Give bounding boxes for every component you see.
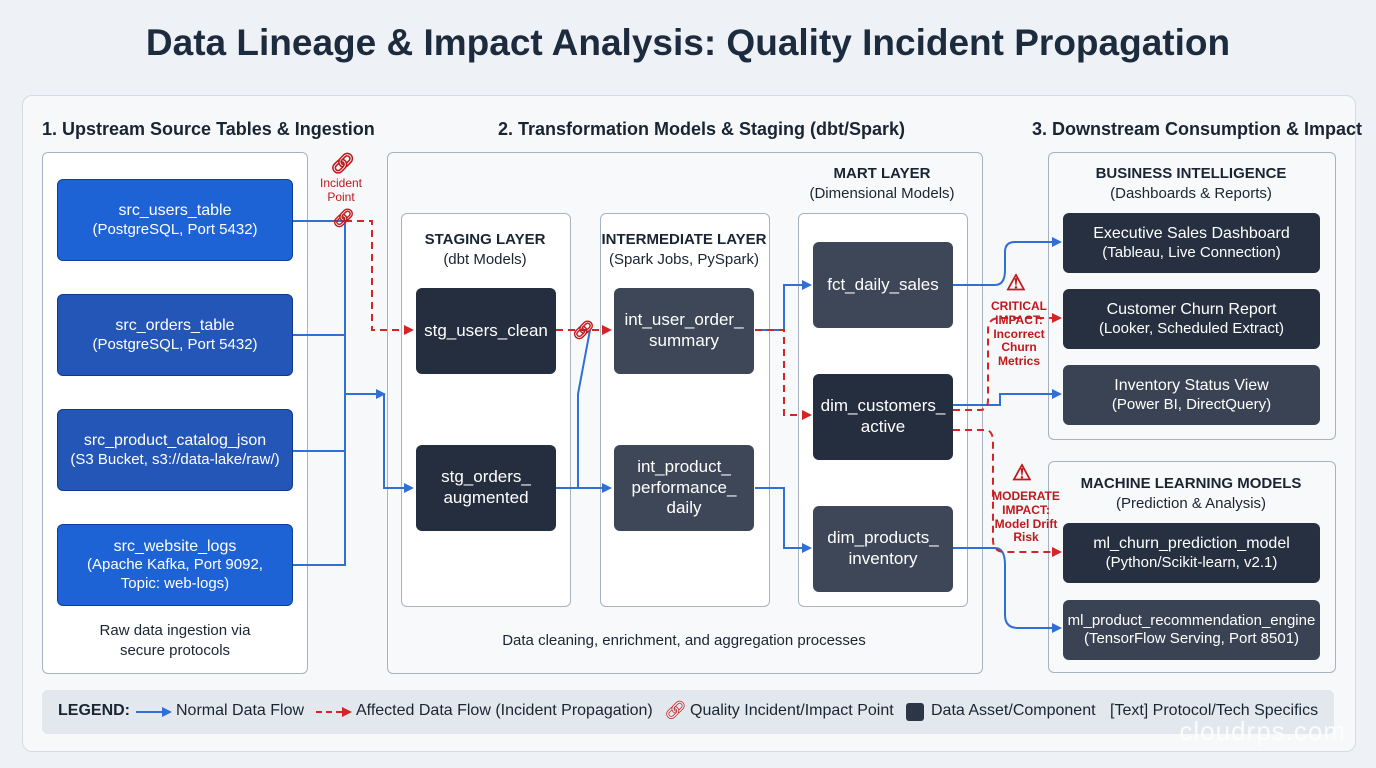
bi-item-detail: (Power BI, DirectQuery) <box>1111 395 1272 413</box>
source-detail: (Apache Kafka, Port 9092, Topic: web-log… <box>87 556 263 592</box>
legend-incident-icon: 🔗︎ <box>664 700 687 720</box>
flow-src-logs <box>293 394 346 566</box>
ml-item[interactable]: ml_product_recommendation_engine (Tensor… <box>1063 600 1320 660</box>
bi-item-name: Executive Sales Dashboard <box>1093 225 1290 243</box>
source-name: src_orders_table <box>115 317 235 335</box>
intermediate-layer-title: INTERMEDIATE LAYER (Spark Jobs, PySpark) <box>595 230 773 269</box>
ml-item[interactable]: ml_churn_prediction_model (Python/Scikit… <box>1063 523 1320 583</box>
bi-item-name: Customer Churn Report <box>1106 301 1277 319</box>
section-transform-heading: 2. Transformation Models & Staging (dbt/… <box>498 119 906 139</box>
moderate-impact-label: MODERATE IMPACT: Model Drift Risk <box>992 489 1060 545</box>
ml-subtitle: (Prediction & Analysis) <box>1115 494 1267 512</box>
legend-title: LEGEND: <box>58 702 130 719</box>
affected-src-users-to-stg <box>345 220 414 335</box>
flow-dim-products-to-recommendation <box>953 547 1062 633</box>
flow-src-orders <box>293 334 346 394</box>
stg-orders-augmented-node[interactable]: stg_orders_ augmented <box>416 445 556 531</box>
ml-item-detail: (TensorFlow Serving, Port 8501) <box>1083 630 1300 647</box>
flow-src-product <box>293 394 346 452</box>
flow-stg-orders-to-int-user <box>556 329 591 489</box>
mart-layer-title: MART LAYER (Dimensional Models) <box>798 164 966 203</box>
staging-layer-box <box>401 213 571 607</box>
flow-int-user-to-fct <box>755 280 812 331</box>
flow-src-users <box>293 220 346 394</box>
watermark: cloudrps.com <box>1179 716 1346 746</box>
bi-item[interactable]: Customer Churn Report (Looker, Scheduled… <box>1063 289 1320 349</box>
legend <box>42 690 1334 734</box>
affected-dim-customers-to-churn-report <box>953 313 1062 411</box>
source-node[interactable]: src_product_catalog_json (S3 Bucket, s3:… <box>57 409 293 491</box>
source-node[interactable]: src_users_table (PostgreSQL, Port 5432) <box>57 179 293 261</box>
staging-title: STAGING LAYER <box>424 231 546 248</box>
bi-item[interactable]: Executive Sales Dashboard (Tableau, Live… <box>1063 213 1320 273</box>
critical-impact-label: CRITICAL IMPACT: Incorrect Churn Metrics <box>991 299 1047 369</box>
intermediate-title: INTERMEDIATE LAYER <box>601 231 767 248</box>
bi-title-block: BUSINESS INTELLIGENCE (Dashboards & Repo… <box>1048 164 1334 203</box>
ml-item-name: ml_product_recommendation_engine <box>1067 611 1316 629</box>
ml-item-detail: (Python/Scikit-learn, v2.1) <box>1105 553 1278 571</box>
legend-affected-label: Affected Data Flow (Incident Propagation… <box>356 702 653 719</box>
incident-link-icon: 🔗︎ <box>330 153 356 175</box>
bi-item-name: Inventory Status View <box>1114 377 1269 395</box>
source-detail: (PostgreSQL, Port 5432) <box>92 220 258 238</box>
dim-customers-active-node[interactable]: dim_customers_ active <box>813 374 953 460</box>
staging-subtitle: (dbt Models) <box>443 250 527 268</box>
warning-icon: ⚠ <box>1006 270 1026 295</box>
bi-title: BUSINESS INTELLIGENCE <box>1095 165 1287 182</box>
source-detail: (PostgreSQL, Port 5432) <box>92 335 258 353</box>
dim-products-inventory-node[interactable]: dim_products_ inventory <box>813 506 953 592</box>
affected-int-user-to-dim-customers <box>755 329 812 420</box>
intermediate-layer-box <box>600 213 770 607</box>
page-title: Data Lineage & Impact Analysis: Quality … <box>145 22 1231 63</box>
bi-item-detail: (Looker, Scheduled Extract) <box>1098 319 1285 337</box>
source-note: Raw data ingestion via secure protocols <box>99 622 251 659</box>
ml-item-name: ml_churn_prediction_model <box>1093 535 1290 553</box>
source-node[interactable]: src_website_logs (Apache Kafka, Port 909… <box>57 524 293 606</box>
fct-daily-sales-node[interactable]: fct_daily_sales <box>813 242 953 328</box>
flow-dim-customers-to-inventory <box>953 389 1062 406</box>
ml-title: MACHINE LEARNING MODELS <box>1080 475 1302 492</box>
source-name: src_product_catalog_json <box>83 432 267 450</box>
flow-split-to-stg-orders <box>383 394 414 493</box>
source-node[interactable]: src_orders_table (PostgreSQL, Port 5432) <box>57 294 293 376</box>
flow-int-product-to-dim-products <box>755 487 812 553</box>
source-name: src_users_table <box>118 202 232 220</box>
flow-fct-to-exec-dashboard <box>953 237 1062 286</box>
incident-point-label: Incident Point <box>319 176 363 204</box>
legend-asset-swatch-icon <box>906 703 924 721</box>
warning-icon: ⚠ <box>1012 460 1032 485</box>
incident-link-icon: 🔗︎ <box>572 320 595 340</box>
legend-affected-arrow-icon <box>316 707 352 717</box>
staging-layer-title: STAGING LAYER (dbt Models) <box>401 230 569 269</box>
source-detail: (S3 Bucket, s3://data-lake/raw/) <box>70 450 280 468</box>
legend-normal-arrow-icon <box>136 707 172 717</box>
incident-link-icon: 🔗︎ <box>332 208 355 228</box>
section-downstream-heading: 3. Downstream Consumption & Impact <box>1032 119 1363 139</box>
legend-text-label: [Text] Protocol/Tech Specifics <box>1110 702 1319 719</box>
int-product-performance-daily-node[interactable]: int_product_ performance_ daily <box>614 445 754 531</box>
bi-subtitle: (Dashboards & Reports) <box>1110 184 1272 202</box>
section-upstream-heading: 1. Upstream Source Tables & Ingestion <box>42 119 375 139</box>
ml-title-block: MACHINE LEARNING MODELS (Prediction & An… <box>1048 474 1334 513</box>
int-user-order-summary-node[interactable]: int_user_order_ summary <box>614 288 754 374</box>
transform-note: Data cleaning, enrichment, and aggregati… <box>502 632 866 649</box>
mart-subtitle: (Dimensional Models) <box>809 184 955 202</box>
affected-dim-customers-to-churn-model <box>953 429 1062 557</box>
legend-normal-label: Normal Data Flow <box>176 702 305 719</box>
legend-incident-label: Quality Incident/Impact Point <box>690 702 894 719</box>
mart-title: MART LAYER <box>833 165 931 182</box>
source-name: src_website_logs <box>113 537 237 555</box>
legend-asset-label: Data Asset/Component <box>931 702 1096 719</box>
bi-item-detail: (Tableau, Live Connection) <box>1102 243 1281 261</box>
bi-item[interactable]: Inventory Status View (Power BI, DirectQ… <box>1063 365 1320 425</box>
stg-users-clean-node[interactable]: stg_users_clean <box>416 288 556 374</box>
intermediate-subtitle: (Spark Jobs, PySpark) <box>608 250 760 268</box>
